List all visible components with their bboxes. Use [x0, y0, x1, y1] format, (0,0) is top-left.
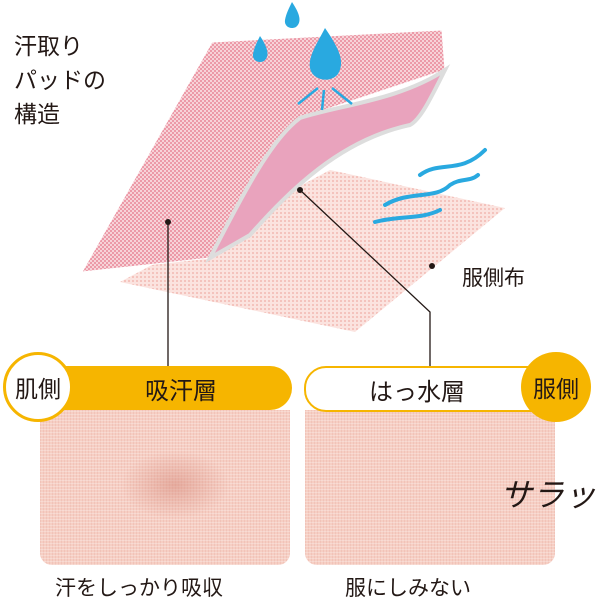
water-repellent-fold — [205, 64, 451, 264]
sweat-stain — [120, 450, 230, 520]
outer-fabric-sheet — [120, 170, 505, 332]
repellent-fabric-swatch — [305, 410, 555, 565]
dry-effect-text: サラッ — [500, 476, 597, 514]
leader-lines — [167, 189, 431, 368]
title-line: 汗取り — [14, 34, 83, 60]
right-caption: 服にしみない — [345, 576, 471, 600]
splash-arrows-icon — [297, 87, 353, 111]
title-line: 構造 — [14, 102, 60, 128]
absorbent-fabric-swatch — [40, 410, 290, 565]
left-caption: 汗をしっかり吸収 — [55, 576, 223, 600]
repellent-layer-label: はっ水層 — [369, 377, 465, 406]
absorbent-layer-label: 吸汗層 — [145, 376, 217, 405]
diagram-title: 汗取り パッドの 構造 — [14, 30, 106, 132]
repellent-layer-bar: はっ水層 — [304, 366, 560, 412]
title-line: パッドの — [14, 68, 106, 94]
outer-fabric-label: 服側布 — [462, 266, 525, 290]
clothes-side-badge: 服側 — [521, 352, 591, 422]
skin-side-badge: 肌側 — [3, 352, 73, 422]
absorbent-layer-bar: 吸汗層 — [40, 366, 292, 410]
wind-icon — [373, 148, 487, 224]
water-drops-icon — [252, 2, 342, 80]
